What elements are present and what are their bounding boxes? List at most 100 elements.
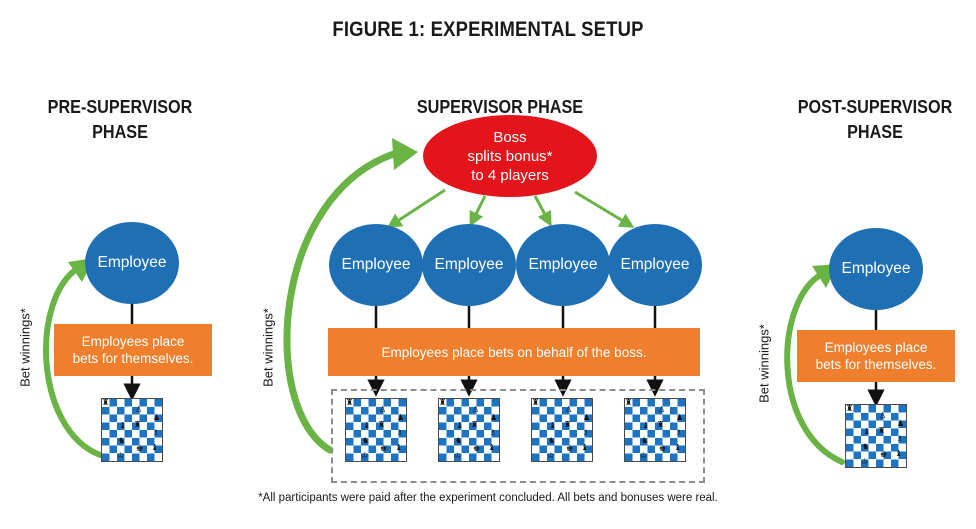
chess-piece-icon: ♜ (134, 420, 142, 429)
pre-bets-line1: Employees place (81, 334, 185, 349)
chess-piece-icon: ♟ (490, 413, 498, 422)
chess-piece-icon: ♜ (564, 420, 572, 429)
pre-title-line2: PHASE (92, 122, 148, 142)
chess-piece-icon: ♟ (583, 413, 591, 422)
supervisor-phase-title: SUPERVISOR PHASE (416, 97, 584, 117)
chess-pieces: ♜♝♚♟♞♙♗♔♜♝ (625, 399, 685, 461)
chess-piece-icon: ♝ (363, 421, 371, 430)
chess-piece-icon: ♙ (472, 405, 480, 414)
pre-title-line1: PRE-SUPERVISOR (47, 97, 193, 117)
supervisor-employee-node-4: Employee (608, 224, 702, 306)
chess-piece-icon: ♔ (547, 451, 555, 460)
chess-piece-icon: ♙ (565, 405, 573, 414)
chess-piece-icon: ♗ (489, 428, 497, 437)
chess-piece-icon: ♔ (454, 451, 462, 460)
chess-piece-icon: ♜ (346, 398, 354, 407)
supervisor-bets-box: Employees place bets on behalf of the bo… (328, 328, 700, 376)
post-supervisor-phase-title: POST-SUPERVISOR PHASE (772, 95, 976, 145)
pre-bets-box: Employees place bets for themselves. (54, 324, 212, 376)
supervisor-chessboard-icon-4: ♜♝♚♟♞♙♗♔♜♝ (624, 398, 686, 462)
chess-piece-icon: ♝ (456, 421, 464, 430)
supervisor-employee-node-3: Employee (516, 224, 610, 306)
pre-employee-node: Employee (85, 222, 179, 304)
boss-to-emp1-arrow (386, 188, 446, 229)
chess-piece-icon: ♗ (396, 428, 404, 437)
chess-piece-icon: ♞ (362, 436, 370, 445)
supervisor-curved-arrowhead (392, 138, 418, 170)
chess-piece-icon: ♝ (863, 427, 871, 436)
boss-node: Boss splits bonus* to 4 players (423, 115, 597, 197)
chess-piece-icon: ♞ (862, 442, 870, 451)
chess-piece-icon: ♝ (674, 443, 682, 452)
chess-piece-icon: ♞ (118, 436, 126, 445)
boss-to-emp2-arrow (469, 195, 487, 227)
chess-pieces: ♜ ♝ ♚ ♟ ♞ ♙ ♗ ♔ ♜ ♝ (102, 399, 162, 461)
pre-bets-line2: bets for themselves. (72, 351, 194, 366)
boss-line3: to 4 players (471, 166, 549, 184)
pre-chessboard-icon: ♜ ♝ ♚ ♟ ♞ ♙ ♗ ♔ ♜ ♝ (101, 398, 163, 462)
chess-pieces: ♜ ♝ ♚ ♟ ♞ ♙ ♗ ♔ ♜ ♝ (532, 399, 592, 461)
figure-title: FIGURE 1: EXPERIMENTAL SETUP (332, 18, 644, 41)
chess-piece-icon: ♔ (117, 451, 125, 460)
boss-to-emp3-arrow (533, 195, 552, 227)
chess-piece-icon: ♜ (102, 398, 110, 407)
chess-piece-icon: ♞ (641, 436, 649, 445)
chess-piece-icon: ♗ (152, 428, 160, 437)
chess-piece-icon: ♝ (151, 443, 159, 452)
chess-piece-icon: ♝ (549, 421, 557, 430)
chess-piece-icon: ♞ (455, 436, 463, 445)
chess-piece-icon: ♝ (119, 421, 127, 430)
pre-curved-arrow-icon (43, 265, 103, 458)
chess-piece-icon: ♝ (488, 443, 496, 452)
chess-piece-icon: ♜ (846, 404, 854, 413)
chess-piece-icon: ♟ (897, 419, 905, 428)
chess-piece-icon: ♚ (880, 450, 888, 459)
chess-piece-icon: ♟ (153, 413, 161, 422)
chess-piece-icon: ♟ (397, 413, 405, 422)
chess-piece-icon: ♙ (135, 405, 143, 414)
post-bets-line1: Employees place (824, 340, 928, 355)
chess-piece-icon: ♔ (861, 457, 869, 466)
chess-piece-icon: ♜ (378, 420, 386, 429)
chess-piece-icon: ♗ (896, 434, 904, 443)
boss-line2: splits bonus* (467, 147, 553, 165)
chess-piece-icon: ♜ (532, 398, 540, 407)
post-chessboard-icon: ♜ ♝ ♚ ♟ ♞ ♙ ♗ ♔ ♜ ♝ (845, 404, 907, 468)
chess-piece-icon: ♜ (625, 398, 633, 407)
chess-piece-icon: ♙ (879, 411, 887, 420)
supervisor-employee-node-1: Employee (329, 224, 423, 306)
chess-piece-icon: ♜ (439, 398, 447, 407)
chess-piece-icon: ♚ (566, 444, 574, 453)
supervisor-chessboard-icon-3: ♜ ♝ ♚ ♟ ♞ ♙ ♗ ♔ ♜ ♝ (531, 398, 593, 462)
chess-piece-icon: ♞ (548, 436, 556, 445)
pre-supervisor-phase-title: PRE-SUPERVISOR PHASE (30, 95, 210, 145)
chess-piece-icon: ♝ (895, 449, 903, 458)
post-bet-winnings-label: Bet winnings* (756, 324, 772, 403)
chess-piece-icon: ♝ (581, 443, 589, 452)
boss-to-emp4-arrow (574, 190, 635, 228)
chess-piece-icon: ♔ (361, 451, 369, 460)
supervisor-chessboard-icon-1: ♜♝♚♟♞♙♗♔♜♝ (345, 398, 407, 462)
supervisor-employee-node-2: Employee (422, 224, 516, 306)
chess-piece-icon: ♙ (379, 405, 387, 414)
supervisor-boards-group (331, 389, 705, 483)
chess-piece-icon: ♜ (657, 420, 665, 429)
chess-piece-icon: ♜ (878, 426, 886, 435)
pre-bet-winnings-label: Bet winnings* (17, 308, 33, 387)
chess-piece-icon: ♗ (675, 428, 683, 437)
chess-pieces: ♜♝♚♟♞♙♗♔♜♝ (439, 399, 499, 461)
chess-piece-icon: ♔ (640, 451, 648, 460)
supervisor-bet-winnings-label: Bet winnings* (260, 308, 276, 387)
chess-piece-icon: ♚ (473, 444, 481, 453)
chess-piece-icon: ♗ (582, 428, 590, 437)
post-employee-node: Employee (829, 228, 923, 310)
post-bets-box: Employees place bets for themselves. (797, 330, 955, 382)
chess-piece-icon: ♚ (659, 444, 667, 453)
chess-piece-icon: ♚ (136, 444, 144, 453)
chess-pieces: ♜♝♚♟♞♙♗♔♜♝ (346, 399, 406, 461)
chess-piece-icon: ♟ (676, 413, 684, 422)
boss-line1: Boss (493, 128, 527, 146)
footnote: *All participants were paid after the ex… (258, 492, 718, 504)
post-curved-arrow-icon (784, 271, 845, 465)
